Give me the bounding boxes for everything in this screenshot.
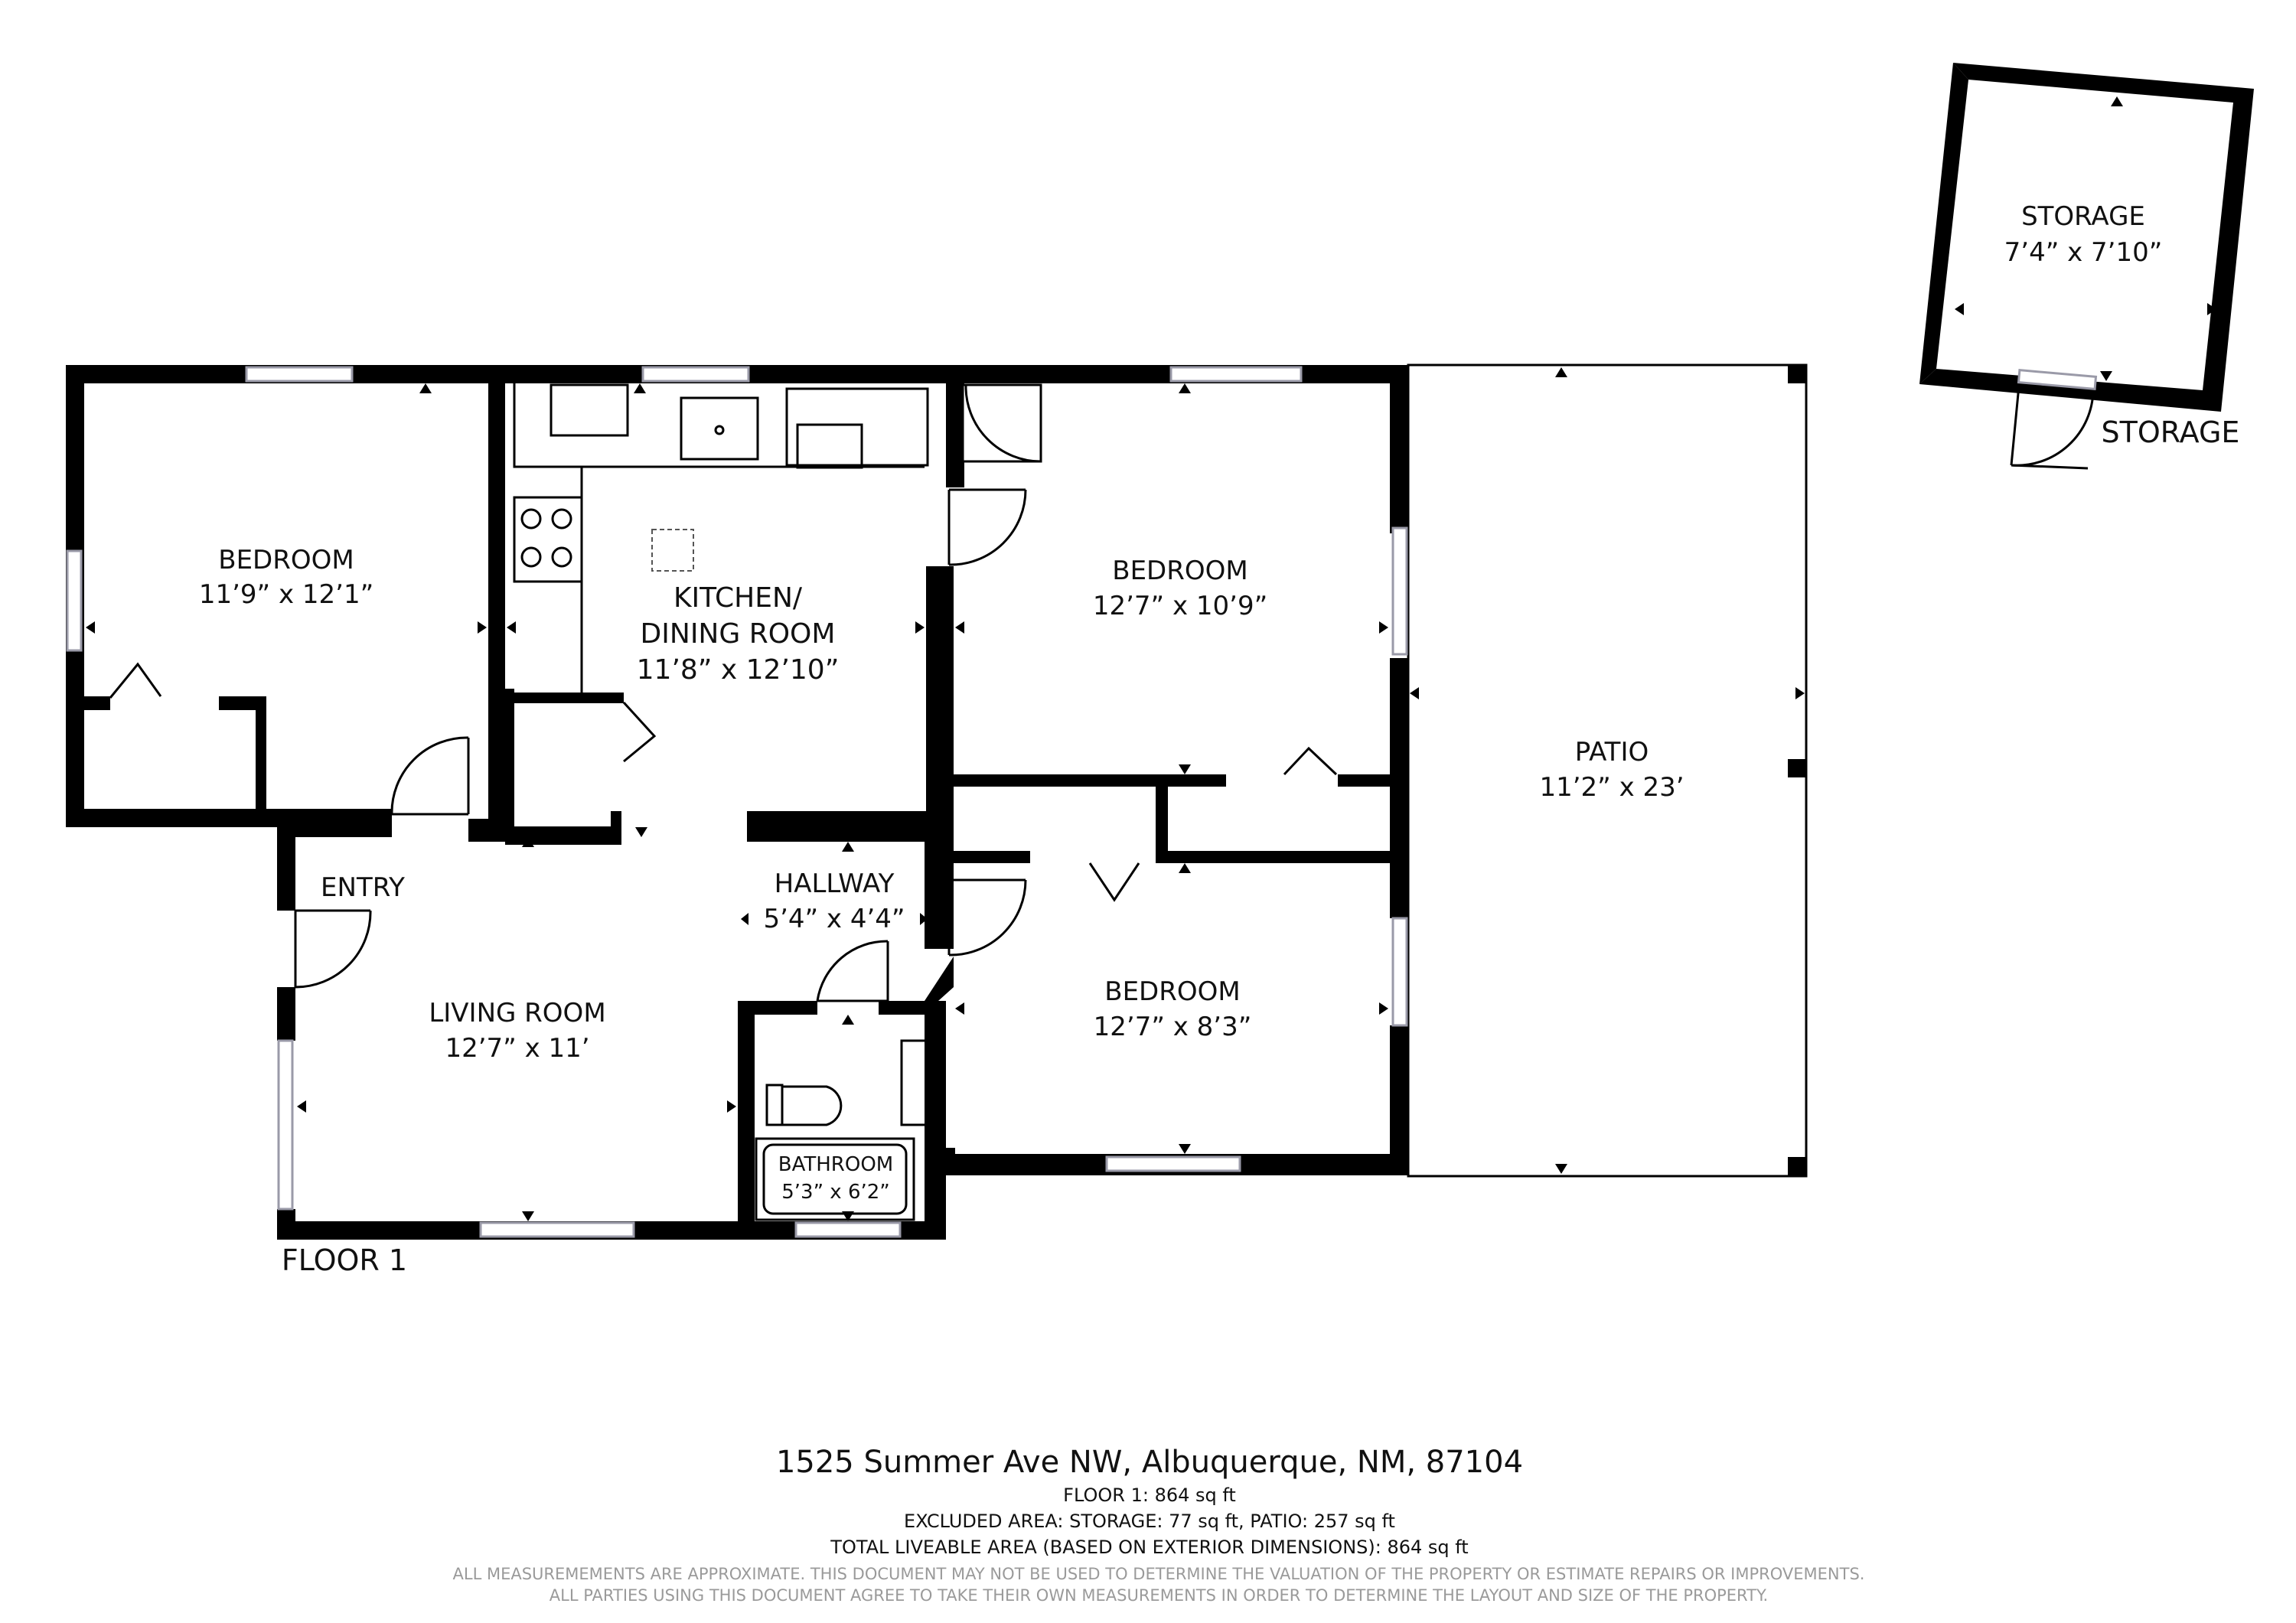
living-room-size: 12’7” x 11’ xyxy=(445,1033,589,1064)
disclaimer-2: ALL PARTIES USING THIS DOCUMENT AGREE TO… xyxy=(550,1586,1768,1605)
hallway-name: HALLWAY xyxy=(775,869,895,899)
storage-size: 7’4” x 7’10” xyxy=(2004,237,2163,268)
disclaimer-1: ALL MEASUREMEMENTS ARE APPROXIMATE. THIS… xyxy=(453,1565,1865,1583)
bedroom-ne-name: BEDROOM xyxy=(1112,556,1247,586)
bathroom-name: BATHROOM xyxy=(778,1153,893,1176)
floor-area: FLOOR 1: 864 sq ft xyxy=(1063,1484,1236,1506)
patio-name: PATIO xyxy=(1575,737,1649,768)
address: 1525 Summer Ave NW, Albuquerque, NM, 871… xyxy=(776,1445,1523,1480)
living-room-name: LIVING ROOM xyxy=(429,998,605,1028)
bedroom-se-name: BEDROOM xyxy=(1104,976,1240,1007)
kitchen-size: 11’8” x 12’10” xyxy=(637,654,840,686)
fixtures xyxy=(513,383,941,1221)
walls xyxy=(66,63,2254,1240)
excluded-area: EXCLUDED AREA: STORAGE: 77 sq ft, PATIO:… xyxy=(904,1511,1395,1532)
dimension-markers xyxy=(86,96,2216,1221)
bedroom-se-size: 12’7” x 8’3” xyxy=(1094,1012,1252,1042)
total-area: TOTAL LIVEABLE AREA (BASED ON EXTERIOR D… xyxy=(830,1537,1468,1558)
storage-outside-label: STORAGE xyxy=(2102,416,2240,449)
bathroom-size: 5’3” x 6’2” xyxy=(781,1181,890,1204)
entry-name: ENTRY xyxy=(321,872,405,903)
bedroom-ne-size: 12’7” x 10’9” xyxy=(1093,591,1267,621)
kitchen-name-line2: DINING ROOM xyxy=(641,618,836,650)
storage-name: STORAGE xyxy=(2021,201,2145,232)
bedroom-nw-size: 11’9” x 12’1” xyxy=(199,579,373,610)
floor-label: FLOOR 1 xyxy=(282,1243,407,1277)
doors xyxy=(109,383,2095,1002)
windows xyxy=(66,366,2098,1238)
bedroom-nw-name: BEDROOM xyxy=(218,545,354,575)
patio-size: 11’2” x 23’ xyxy=(1539,772,1684,803)
hallway-right-marker xyxy=(920,913,928,925)
hallway-left-marker xyxy=(741,913,748,925)
kitchen-name-line1: KITCHEN/ xyxy=(673,582,803,614)
hallway-size: 5’4” x 4’4” xyxy=(763,904,905,934)
